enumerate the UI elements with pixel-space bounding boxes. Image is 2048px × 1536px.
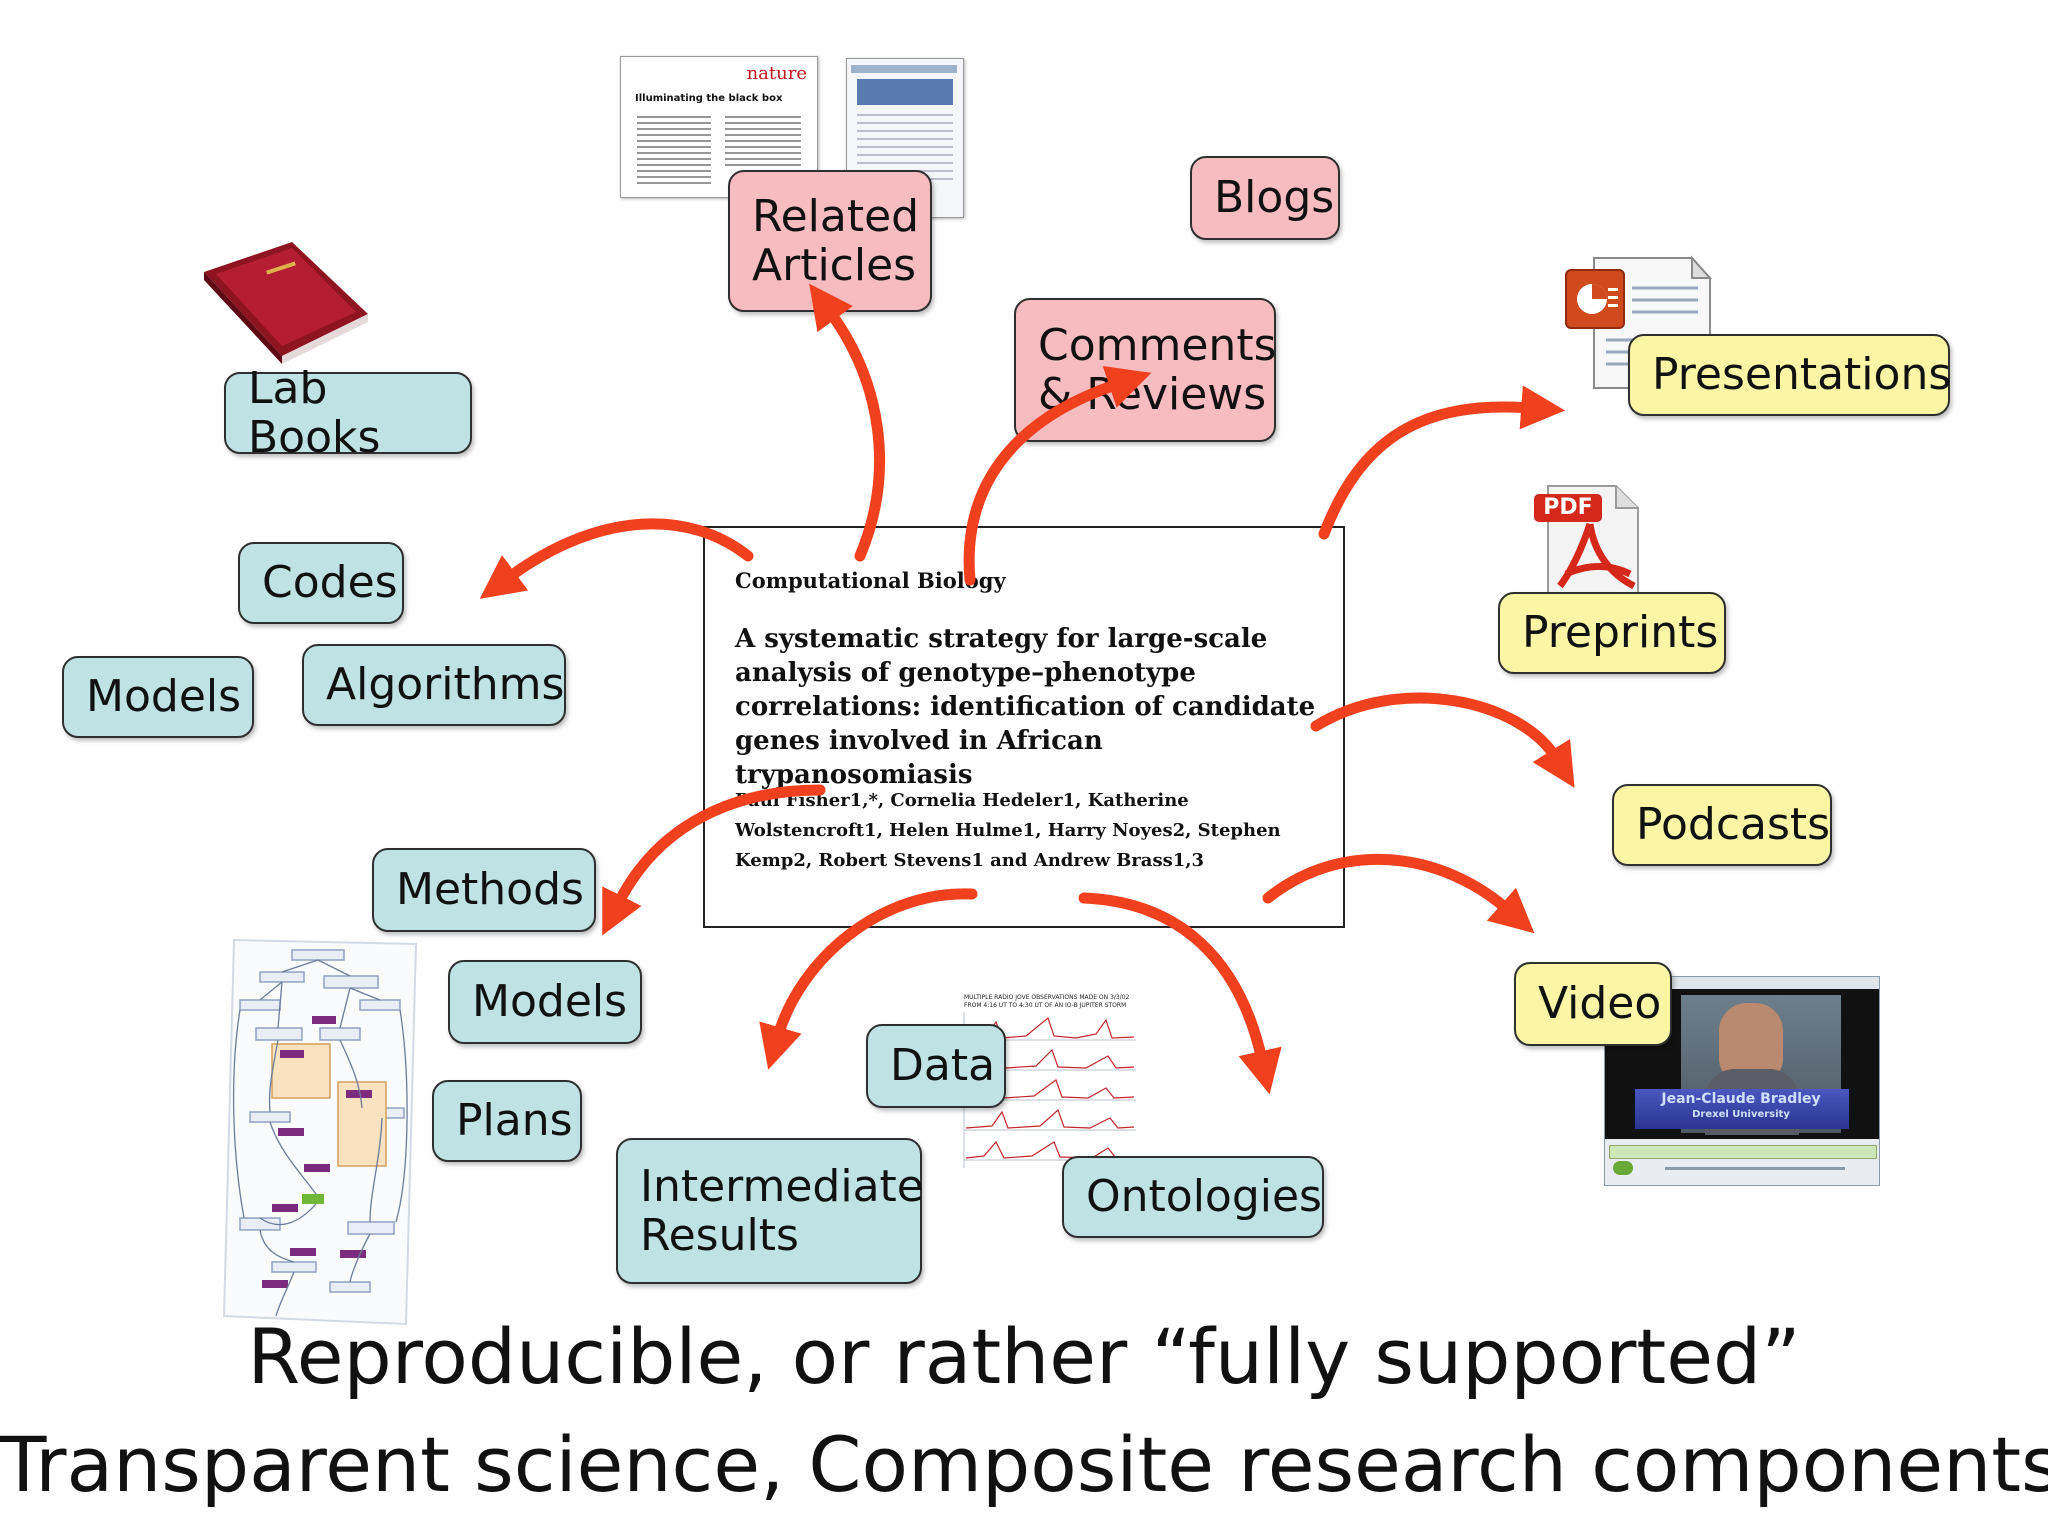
podcasts-box: Podcasts [1612, 784, 1832, 866]
comments-reviews-box: Comments & Reviews [1014, 298, 1277, 442]
intermediate-results-box: Intermediate Results [616, 1138, 924, 1284]
models-lower-box: Models [448, 960, 642, 1044]
video-label: Video [1538, 978, 1662, 1030]
data-label: Data [890, 1040, 996, 1092]
caption-line-2: Transparent science, Composite research … [0, 1420, 2048, 1509]
chart-header-line2: FROM 4:16 UT TO 4:30 UT OF AN IO-B JUPIT… [964, 1002, 1127, 1009]
codes-box: Codes [238, 542, 404, 624]
lab-books-box: Lab Books [224, 364, 472, 462]
plans-label: Plans [456, 1095, 573, 1147]
comments-reviews-label: Comments & Reviews [1038, 319, 1277, 420]
intermediate-results-label: Intermediate Results [640, 1160, 924, 1261]
paper-authors: Paul Fisher1,*, Cornelia Hedeler1, Kathe… [735, 790, 1281, 871]
plans-box: Plans [432, 1080, 582, 1162]
codes-label: Codes [262, 557, 398, 609]
algorithms-box: Algorithms [302, 644, 566, 726]
red-book-icon [204, 242, 368, 364]
models-left-box: Models [62, 656, 254, 738]
lab-books-label: Lab Books [248, 362, 381, 463]
preprints-box: Preprints [1498, 592, 1726, 674]
preprints-label: Preprints [1522, 607, 1719, 659]
models-left-label: Models [86, 671, 242, 723]
models-lower-label: Models [472, 976, 628, 1028]
caption-line-1: Reproducible, or rather “fully supported… [247, 1312, 1801, 1401]
arrow-to-presentations [1318, 385, 1566, 540]
arrow-to-podcasts [1310, 692, 1575, 788]
video-frame: Jean-Claude Bradley Drexel University [1605, 989, 1879, 1139]
related-articles-label: Related Articles [752, 190, 920, 291]
methods-label: Methods [396, 864, 584, 916]
nature-article-title: Illuminating the black box [635, 93, 783, 104]
paper-title: A systematic strategy for large-scale an… [735, 624, 1316, 790]
presentations-box: Presentations [1628, 334, 1952, 416]
nature-logo: nature [746, 63, 807, 84]
methods-box: Methods [372, 848, 596, 932]
paper-journal: Computational Biology [735, 568, 1006, 593]
podcasts-label: Podcasts [1636, 799, 1831, 851]
arrow-to-related-articles [809, 283, 885, 562]
video-box: Video [1514, 962, 1672, 1046]
blogs-label: Blogs [1214, 172, 1335, 224]
related-articles-box: Related Articles [728, 170, 932, 312]
central-paper: Computational Biology A systematic strat… [703, 526, 1345, 928]
blogs-box: Blogs [1190, 156, 1340, 240]
nature-article-thumbnail: nature Illuminating the black box [620, 56, 818, 198]
pdf-label: PDF [1534, 494, 1602, 522]
ontologies-label: Ontologies [1086, 1171, 1322, 1223]
chart-header-line1: MULTIPLE RADIO JOVE OBSERVATIONS MADE ON… [964, 994, 1130, 1001]
workflow-diagram-thumbnail [222, 938, 418, 1326]
video-player-thumbnail: Jean-Claude Bradley Drexel University [1604, 976, 1880, 1186]
algorithms-label: Algorithms [326, 659, 565, 711]
video-person-name: Jean-Claude Bradley [1661, 1091, 1821, 1107]
video-person-affiliation: Drexel University [1692, 1109, 1790, 1120]
presentations-label: Presentations [1652, 349, 1952, 401]
ontologies-box: Ontologies [1062, 1156, 1324, 1238]
data-box: Data [866, 1024, 1006, 1108]
